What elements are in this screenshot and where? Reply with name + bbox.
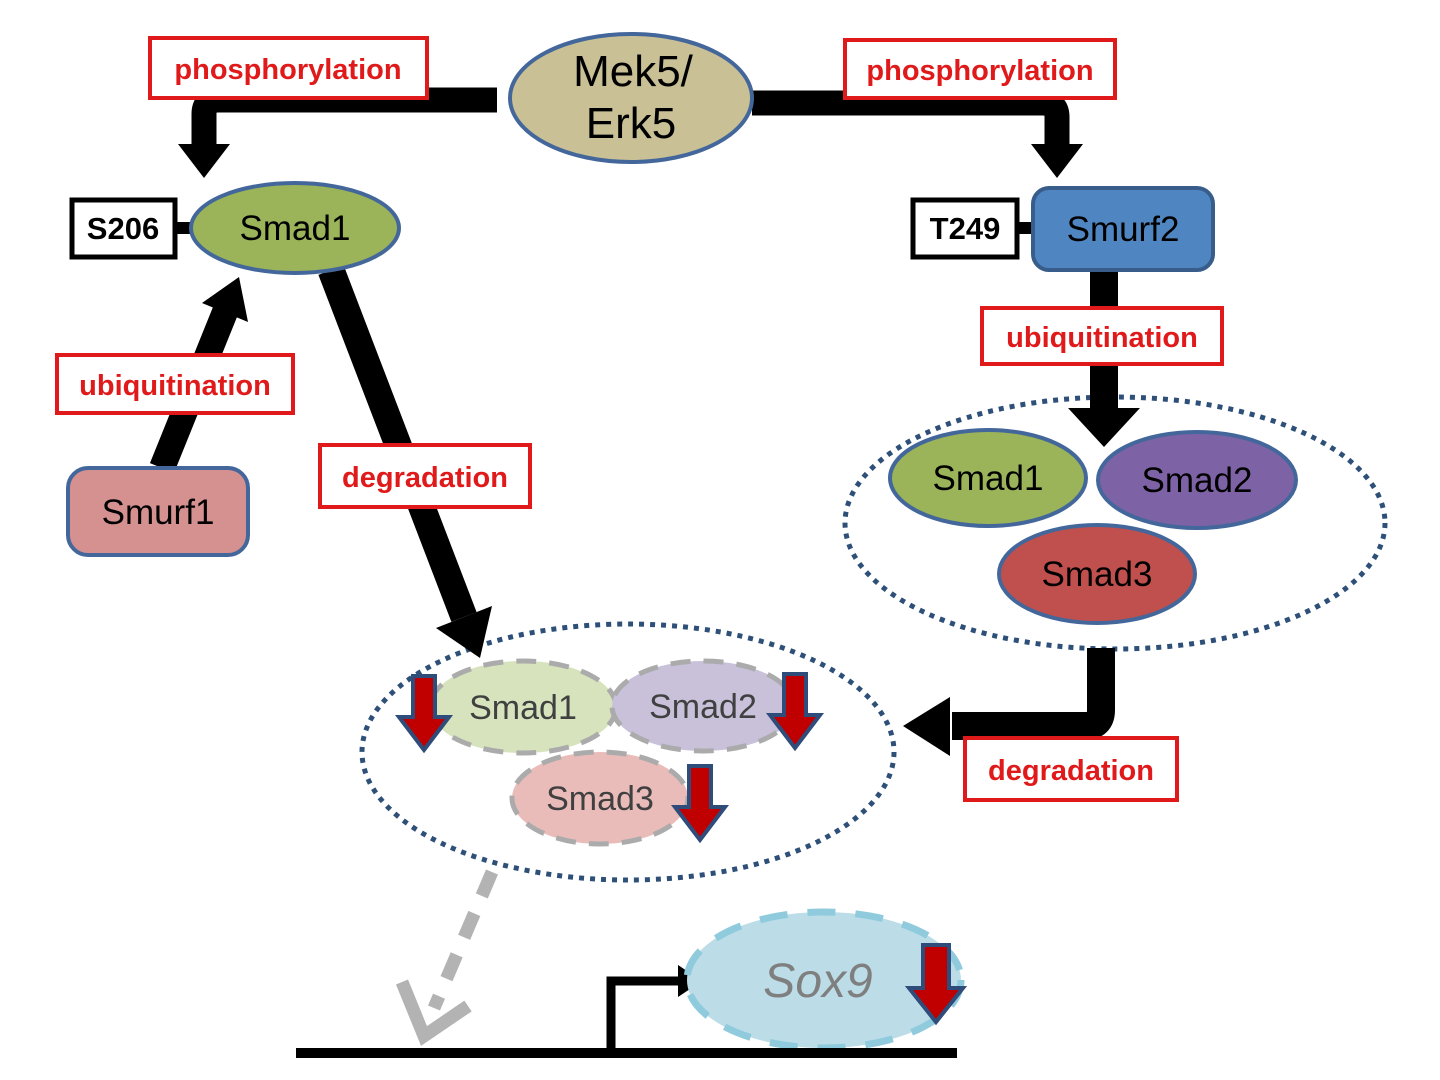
ubiquitination-right-label: ubiquitination [1006,322,1198,354]
t249-site-box [910,197,1020,260]
ubiquitination-left-label: ubiquitination [79,370,271,402]
downregulation-arrow-smad2-icon [765,672,825,752]
downregulation-arrow-smad1-icon [394,674,454,754]
ubiquitination-left-box [55,353,295,415]
sox9-gene-label: Sox9 [763,955,872,1008]
phosphorylation-right-arrowhead-icon [1031,144,1083,178]
degradation-right-arrowhead-icon [903,697,950,756]
inhibited-transcription-arrow-shaft [428,869,498,1011]
degradation-left-box [318,443,532,509]
complex-smad3-label: Smad3 [1042,555,1153,594]
s206-site-label: S206 [87,211,159,246]
degraded-smad1-label: Smad1 [469,689,577,727]
smurf2-node [1031,186,1215,272]
complex-smad1-node [888,428,1088,528]
downregulation-arrow-smad3-icon [670,764,730,844]
degradation-left-label: degradation [342,462,508,494]
degraded-complex-outline [359,621,897,883]
promoter-arrow-shaft [606,976,678,1053]
phosphorylation-left-label: phosphorylation [174,54,401,86]
ubiquitination-left-arrowhead-icon [202,277,248,322]
mek5-erk5-label-line1: Mek5/ [573,47,694,96]
phosphorylation-left-box [148,36,429,100]
degraded-smad2-label: Smad2 [649,688,757,726]
complex-smad2-node [1096,430,1298,530]
phosphorylation-left-arrowhead-icon [178,144,230,178]
t249-site-label: T249 [930,211,1001,246]
ubiquitination-right-box [980,306,1224,366]
degraded-smad3-label: Smad3 [546,780,654,818]
complex-smad3-node [997,523,1197,625]
downregulation-arrow-sox9-icon [904,943,968,1026]
degradation-left-arrowhead-icon [436,606,492,658]
phosphorylation-left-arrow-shaft [191,87,497,148]
smurf1-node [66,466,250,557]
smad1-node-label: Smad1 [240,209,351,248]
phosphorylation-right-arrow-shaft [752,90,1070,148]
degradation-right-box [963,736,1179,802]
degradation-right-arrow-shaft [952,648,1115,740]
s206-site-box [69,197,178,260]
smad1-node [189,181,401,275]
mek5-erk5-label-line2: Erk5 [586,99,676,148]
complex-smad1-label: Smad1 [933,459,1044,498]
complex-smad2-label: Smad2 [1142,461,1253,500]
smurf1-node-label: Smurf1 [102,493,215,532]
smurf2-node-label: Smurf2 [1067,210,1180,249]
mek5-erk5-node [508,32,754,164]
phosphorylation-right-label: phosphorylation [866,55,1093,87]
degradation-right-label: degradation [988,755,1154,787]
ubiquitination-right-arrowhead-icon [1068,408,1140,447]
inhibited-transcription-arrowhead-icon [395,979,472,1046]
phosphorylation-right-box [843,38,1117,100]
